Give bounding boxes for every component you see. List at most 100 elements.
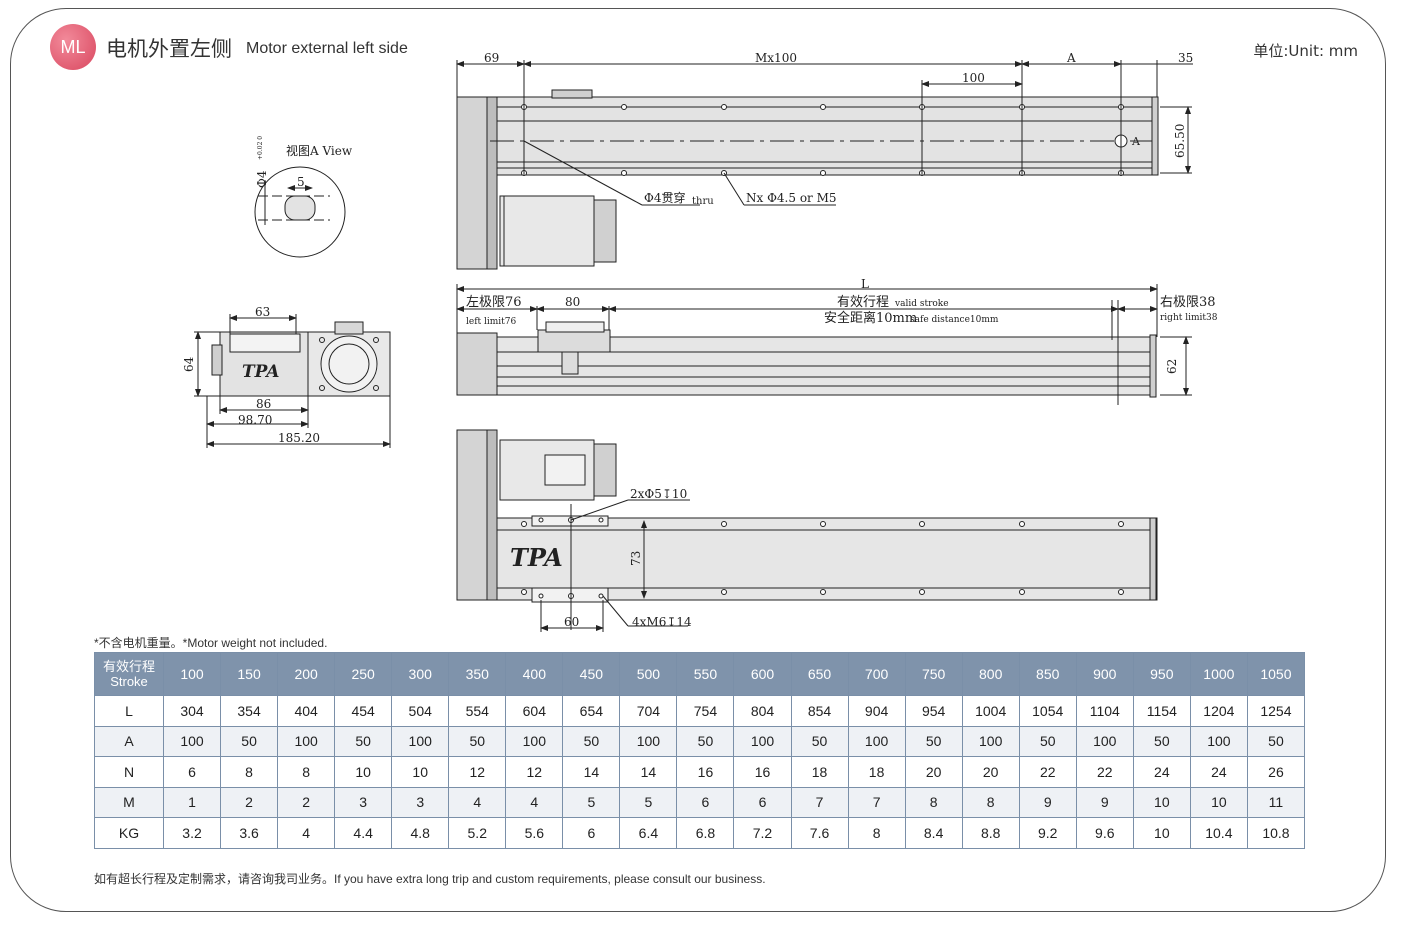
side-view (456, 284, 1192, 405)
table-cell: 6 (676, 786, 735, 818)
bottom-view (456, 429, 1158, 632)
right-limit-cn: 右极限38 (1160, 295, 1216, 310)
table-cell: 5 (619, 786, 678, 818)
table-cell: 16 (733, 756, 792, 788)
table-cell: 50 (676, 725, 735, 757)
right-limit-en: right limit38 (1160, 313, 1218, 323)
table-cell: 304 (162, 695, 222, 727)
left-limit-cn: 左极限76 (466, 295, 522, 310)
tpa-logo-bottom-view: TPA (510, 543, 563, 572)
custom-note: 如有超长行程及定制需求，请咨询我司业务。If you have extra lo… (94, 872, 766, 886)
table-cell: 100 (961, 725, 1020, 757)
callout-thru-en: thru (692, 196, 714, 207)
table-cell: 10 (1132, 786, 1191, 818)
table-cell: 1154 (1132, 695, 1191, 727)
dim-100: 100 (962, 71, 985, 85)
callout-thru: Φ4贯穿 (644, 190, 685, 205)
table-cell: 1054 (1018, 695, 1077, 727)
table-cell: 10.8 (1246, 817, 1306, 849)
table-cell: 4.4 (334, 817, 393, 849)
row-label: KG (94, 817, 164, 849)
dim-63: 63 (255, 305, 270, 319)
table-cell: 8 (847, 817, 906, 849)
header-stroke-cell: 500 (619, 652, 678, 696)
tolerance: +0.02 0 (257, 136, 264, 160)
header-stroke-cell: 700 (847, 652, 906, 696)
table-cell: 100 (847, 725, 906, 757)
table-cell: 24 (1189, 756, 1248, 788)
dim-l: L (861, 277, 869, 291)
table-cell: 1104 (1075, 695, 1134, 727)
header-stroke-cell: 800 (961, 652, 1020, 696)
table-cell: 100 (162, 725, 222, 757)
table-cell: 12 (505, 756, 564, 788)
table-cell: 6.4 (619, 817, 678, 849)
label-view-a: A (1131, 135, 1141, 148)
view-a-title: 视图A View (286, 143, 353, 158)
table-cell: 14 (619, 756, 678, 788)
table-cell: 704 (619, 695, 678, 727)
table-cell: 8 (220, 756, 279, 788)
header-label-cn: 有效行程 (102, 659, 155, 674)
callout-4x: 4xM6↧14 (632, 615, 692, 629)
table-cell: 7.6 (790, 817, 849, 849)
table-cell: 10 (334, 756, 393, 788)
dim-86: 86 (256, 397, 271, 411)
header-stroke-cell: 1000 (1189, 652, 1248, 696)
dim-69: 69 (484, 51, 499, 65)
header-stroke-cell: 1050 (1246, 652, 1306, 696)
table-cell: 7.2 (733, 817, 792, 849)
table-cell: 50 (334, 725, 393, 757)
table-cell: 50 (790, 725, 849, 757)
dim-phi4: Φ4 (255, 170, 269, 188)
row-label: M (94, 786, 164, 818)
table-cell: 4 (277, 817, 336, 849)
table-cell: 100 (391, 725, 450, 757)
table-cell: 7 (790, 786, 849, 818)
table-cell: 12 (448, 756, 507, 788)
top-view (456, 60, 1193, 270)
table-cell: 20 (904, 756, 963, 788)
table-cell: 10 (1189, 786, 1248, 818)
header-stroke-cell: 300 (391, 652, 450, 696)
table-cell: 18 (790, 756, 849, 788)
table-cell: 50 (1132, 725, 1191, 757)
table-cell: 18 (847, 756, 906, 788)
safe-distance-en: safe distance10mm (910, 315, 999, 325)
table-cell: 6 (562, 817, 621, 849)
table-cell: 100 (733, 725, 792, 757)
table-cell: 100 (1075, 725, 1134, 757)
table-cell: 7 (847, 786, 906, 818)
left-limit-en: left limit76 (466, 317, 517, 327)
table-cell: 1204 (1189, 695, 1248, 727)
table-cell: 1 (162, 786, 222, 818)
table-cell: 3.6 (220, 817, 279, 849)
table-cell: 9.2 (1018, 817, 1077, 849)
header-stroke-cell: 550 (676, 652, 735, 696)
table-cell: 20 (961, 756, 1020, 788)
table-cell: 8.4 (904, 817, 963, 849)
dim-80: 80 (565, 295, 580, 309)
header-stroke-cell: 400 (505, 652, 564, 696)
table-cell: 6 (733, 786, 792, 818)
table-cell: 9 (1075, 786, 1134, 818)
dim-mx100: Mx100 (755, 51, 797, 65)
table-cell: 554 (448, 695, 507, 727)
table-cell: 5 (562, 786, 621, 818)
table-cell: 404 (277, 695, 336, 727)
table-cell: 8 (277, 756, 336, 788)
table-cell: 10 (1132, 817, 1191, 849)
table-cell: 4 (505, 786, 564, 818)
header-stroke-cell: 950 (1132, 652, 1191, 696)
table-cell: 22 (1075, 756, 1134, 788)
header-stroke-cell: 350 (448, 652, 507, 696)
table-cell: 5.2 (448, 817, 507, 849)
header-stroke-cell: 750 (904, 652, 963, 696)
table-cell: 100 (619, 725, 678, 757)
header-stroke-cell: 450 (562, 652, 621, 696)
